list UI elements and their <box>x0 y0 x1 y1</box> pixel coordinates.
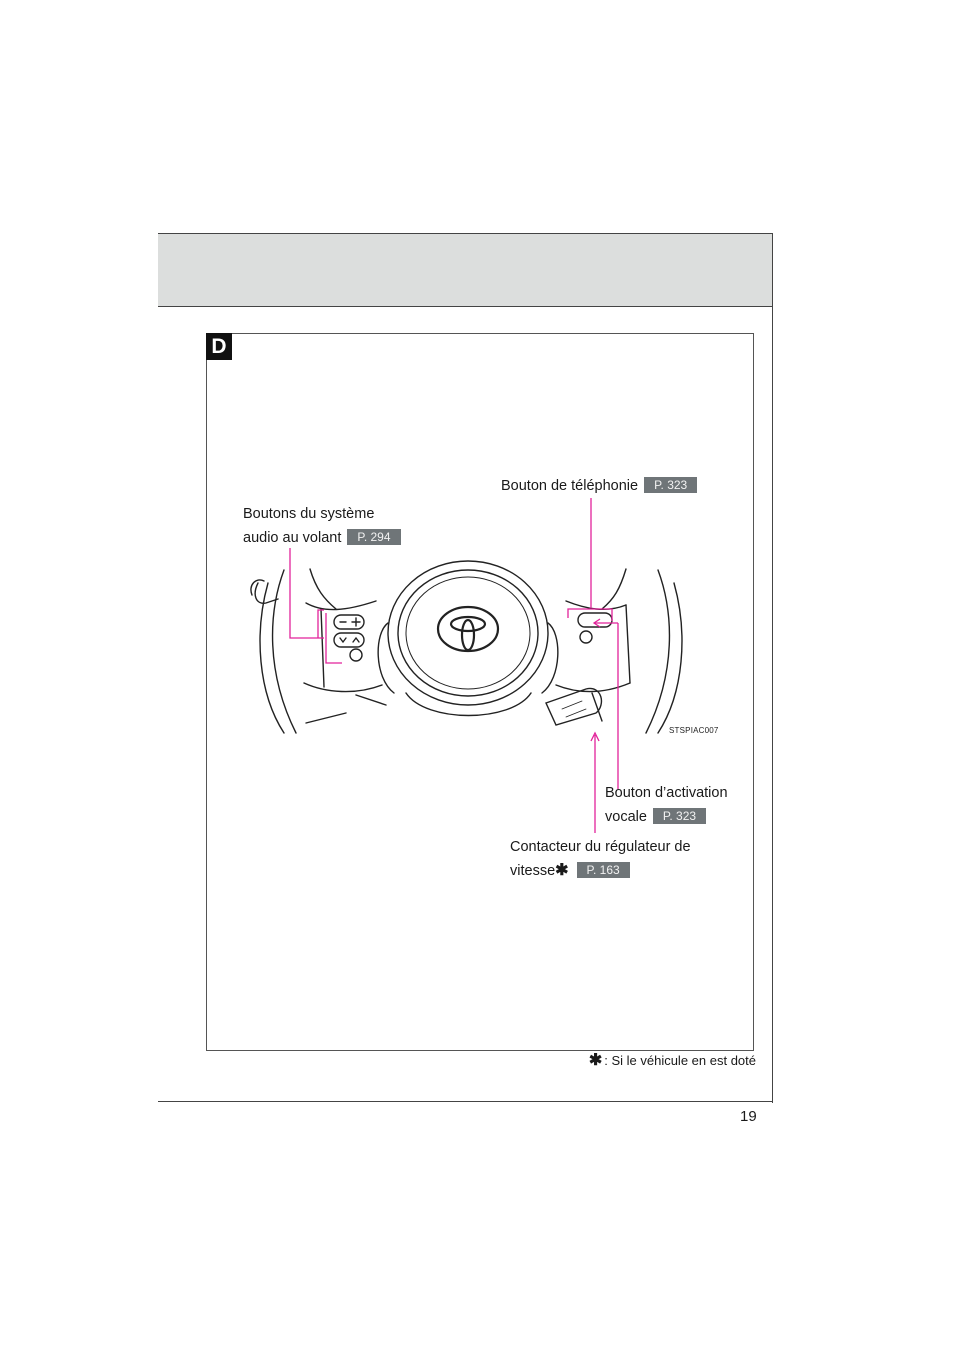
ref-telephone: P. 323 <box>644 477 698 493</box>
callout-voice: Bouton d’activation vocale P. 323 <box>605 781 728 829</box>
steering-wheel-illustration <box>250 498 683 833</box>
asterisk-icon: ✱ <box>555 862 569 879</box>
ref-audio: P. 294 <box>347 529 401 545</box>
header-band <box>158 233 773 307</box>
callout-cruise-line1: Contacteur du régulateur de <box>510 839 691 855</box>
callout-voice-line1: Bouton d’activation <box>605 785 728 801</box>
ref-voice: P. 323 <box>652 808 707 824</box>
callout-audio-line1: Boutons du système <box>243 506 375 522</box>
callout-voice-line2: vocale <box>605 809 647 825</box>
section-tab: D <box>206 333 232 360</box>
footnote-text: : Si le véhicule en est doté <box>604 1053 756 1068</box>
callout-telephone: Bouton de téléphonie P. 323 <box>501 474 698 498</box>
callout-cruise: Contacteur du régulateur de vitesse✱ P. 1… <box>510 835 691 883</box>
callout-audio-line2: audio au volant <box>243 530 342 546</box>
callout-cruise-line2: vitesse <box>510 863 556 879</box>
illustration-frame <box>206 333 754 1051</box>
page-number: 19 <box>740 1108 757 1125</box>
page-bottom-rule <box>158 1101 773 1102</box>
callout-audio: Boutons du système audio au volant P. 294 <box>243 502 401 550</box>
ref-cruise: P. 163 <box>576 862 630 878</box>
asterisk-icon: ✱ <box>588 1052 603 1069</box>
footnote: ✱: Si le véhicule en est doté <box>589 1051 756 1071</box>
illustration-code: STSPIAC007 <box>669 726 719 735</box>
callout-telephone-label: Bouton de téléphonie <box>501 478 639 494</box>
page-right-rule <box>772 233 773 1103</box>
